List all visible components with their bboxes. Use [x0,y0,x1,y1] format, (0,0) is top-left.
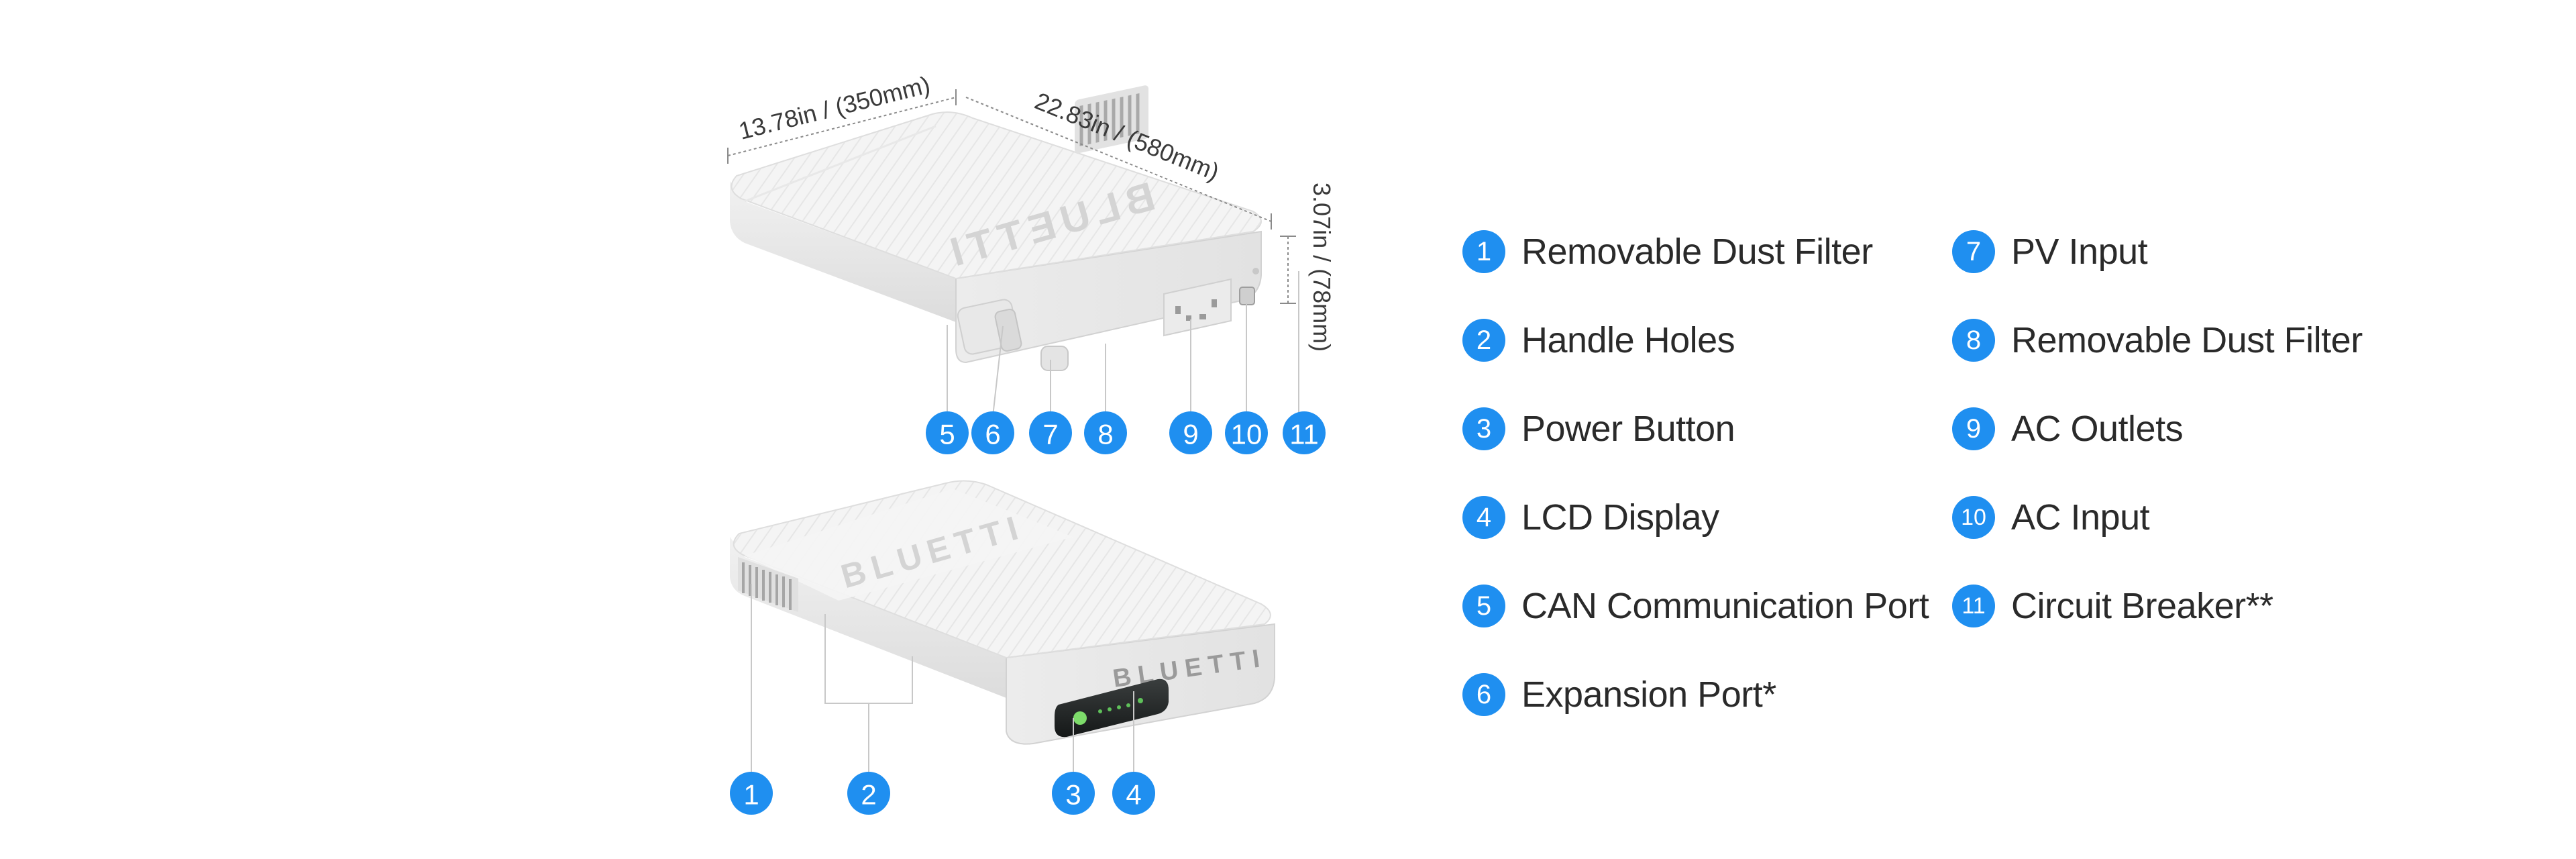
circuit-breaker [1252,268,1259,274]
legend-badge: 11 [1952,585,1995,627]
power-button [1073,711,1087,725]
legend-item-1: 1 Removable Dust Filter [1462,228,1873,275]
legend-badge: 9 [1952,407,1995,450]
svg-text:9: 9 [1183,419,1198,450]
callout-5: 5 [926,411,969,454]
legend-label: LCD Display [1521,497,1719,538]
legend-label: AC Input [2011,497,2150,538]
legend-item-2: 2 Handle Holes [1462,317,1735,364]
legend-label: Removable Dust Filter [1521,232,1873,272]
svg-text:4: 4 [1126,779,1141,811]
dust-filter-vent-front [1075,85,1148,154]
ac-input-port [1239,287,1255,305]
legend-item-5: 5 CAN Communication Port [1462,583,1929,629]
svg-text:6: 6 [985,419,1000,450]
callout-badges: 5 6 7 8 9 10 11 1 2 3 4 [730,411,1326,815]
legend-badge: 1 [1462,230,1505,273]
legend-label: PV Input [2011,232,2148,272]
pv-input-port [1040,346,1069,371]
legend-badge: 4 [1462,496,1505,539]
legend-badge: 6 [1462,673,1505,716]
legend-badge: 10 [1952,496,1995,539]
callout-3: 3 [1052,772,1095,815]
svg-text:10: 10 [1231,419,1263,450]
legend-item-3: 3 Power Button [1462,405,1735,452]
legend-item-7: 7 PV Input [1952,228,2148,275]
dust-filter-vent-side [738,557,798,612]
legend-item-4: 4 LCD Display [1462,494,1719,541]
device-bottom-view: BLUETTI BLUETTI [730,480,1275,745]
legend-label: Handle Holes [1521,320,1735,360]
legend-item-9: 9 AC Outlets [1952,405,2184,452]
legend-item-11: 11 Circuit Breaker** [1952,583,2273,629]
legend-badge: 7 [1952,230,1995,273]
legend-badge: 8 [1952,319,1995,362]
legend-label: Removable Dust Filter [2011,320,2363,360]
legend-item-6: 6 Expansion Port* [1462,671,1776,718]
callout-9: 9 [1169,411,1212,454]
svg-text:5: 5 [939,419,955,450]
callout-8: 8 [1084,411,1127,454]
svg-text:1: 1 [743,779,759,811]
legend-label: CAN Communication Port [1521,586,1929,626]
legend-label: Power Button [1521,409,1735,449]
svg-text:8: 8 [1097,419,1113,450]
svg-text:7: 7 [1042,419,1058,450]
ac-outlets [1163,278,1232,337]
legend-item-8: 8 Removable Dust Filter [1952,317,2363,364]
legend-item-10: 10 AC Input [1952,494,2150,541]
legend-label: Circuit Breaker** [2011,586,2273,626]
callout-2: 2 [847,772,890,815]
callout-6: 6 [971,411,1014,454]
legend-badge: 3 [1462,407,1505,450]
callout-4: 4 [1112,772,1155,815]
legend-badge: 5 [1462,585,1505,627]
legend-label: Expansion Port* [1521,674,1776,715]
callout-1: 1 [730,772,773,815]
svg-text:11: 11 [1289,419,1319,450]
legend-label: AC Outlets [2011,409,2184,449]
callout-11: 11 [1283,411,1326,454]
lcd-display-panel [1055,678,1169,738]
dimension-height: 3.07in / (78mm) [1308,183,1336,352]
legend: 1 Removable Dust Filter 2 Handle Holes 3… [1462,228,2509,738]
callout-leaders [751,271,1299,777]
svg-text:2: 2 [861,779,876,811]
callout-10: 10 [1225,411,1268,454]
device-top-view: BLUETTI [730,85,1262,371]
callout-7: 7 [1029,411,1072,454]
legend-badge: 2 [1462,319,1505,362]
svg-text:3: 3 [1065,779,1081,811]
